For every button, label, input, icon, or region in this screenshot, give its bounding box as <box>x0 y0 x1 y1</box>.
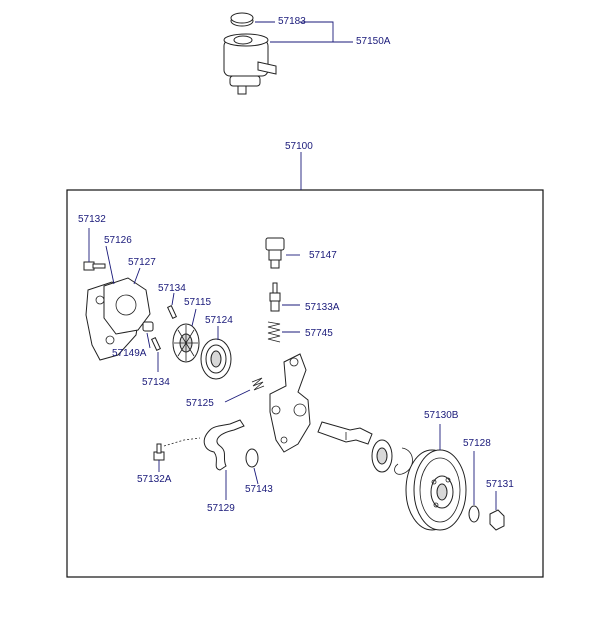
label-57130B[interactable]: 57130B <box>424 410 459 421</box>
pump-cover-57126[interactable] <box>85 277 151 361</box>
rotor-57115[interactable] <box>172 323 200 363</box>
label-57143[interactable]: 57143 <box>245 484 273 495</box>
pump-body[interactable] <box>269 353 311 453</box>
leader-57134-upper <box>171 292 175 306</box>
label-57128[interactable]: 57128 <box>463 438 491 449</box>
label-57131[interactable]: 57131 <box>486 479 514 490</box>
leader-57149A <box>146 332 151 349</box>
washer-57128[interactable] <box>468 505 480 523</box>
label-57132A[interactable]: 57132A <box>137 474 172 485</box>
bolt-57132A[interactable] <box>153 443 165 461</box>
spring-57745[interactable] <box>267 321 281 343</box>
leader-57127 <box>133 267 141 285</box>
label-57129[interactable]: 57129 <box>207 503 235 514</box>
valve-57133A[interactable] <box>269 282 281 312</box>
label-57100[interactable]: 57100 <box>285 141 313 152</box>
reservoir-tank[interactable] <box>223 12 277 95</box>
cam-ring-57124[interactable] <box>200 338 232 380</box>
bushing-57149A[interactable] <box>142 321 154 332</box>
label-57124[interactable]: 57124 <box>205 315 233 326</box>
leader-57125 <box>224 389 251 403</box>
label-57134-upper[interactable]: 57134 <box>158 283 186 294</box>
leader-57126 <box>105 245 115 285</box>
assembly-frame <box>66 189 544 578</box>
pin-57134-lower[interactable] <box>150 337 162 351</box>
label-57745[interactable]: 57745 <box>305 328 333 339</box>
pin-57134-upper[interactable] <box>166 305 178 319</box>
nut-57131[interactable] <box>489 509 505 531</box>
leader-57115 <box>191 308 197 327</box>
label-57147[interactable]: 57147 <box>309 250 337 261</box>
label-57150A[interactable]: 57150A <box>356 36 391 47</box>
label-57133A[interactable]: 57133A <box>305 302 340 313</box>
label-57127[interactable]: 57127 <box>128 257 156 268</box>
plug-57147[interactable] <box>265 237 285 269</box>
label-57115[interactable]: 57115 <box>184 297 212 308</box>
bolt-57132[interactable] <box>83 261 106 271</box>
spring-57125[interactable] <box>251 377 265 391</box>
label-57134-lower[interactable]: 57134 <box>142 377 170 388</box>
label-57125[interactable]: 57125 <box>186 398 214 409</box>
leader-57143 <box>253 467 259 485</box>
hose-fitting-57129[interactable] <box>203 419 245 471</box>
label-57149A[interactable]: 57149A <box>112 348 147 359</box>
drive-shaft[interactable] <box>317 421 373 445</box>
leader-57150A-upper <box>270 21 334 43</box>
label-57126[interactable]: 57126 <box>104 235 132 246</box>
phantom-line <box>163 437 201 447</box>
label-57183[interactable]: 57183 <box>278 16 306 27</box>
label-57132[interactable]: 57132 <box>78 214 106 225</box>
snap-ring[interactable] <box>394 447 413 475</box>
bearing[interactable] <box>371 439 393 473</box>
pulley-57130B[interactable] <box>405 449 467 531</box>
o-ring-57143[interactable] <box>245 448 259 468</box>
